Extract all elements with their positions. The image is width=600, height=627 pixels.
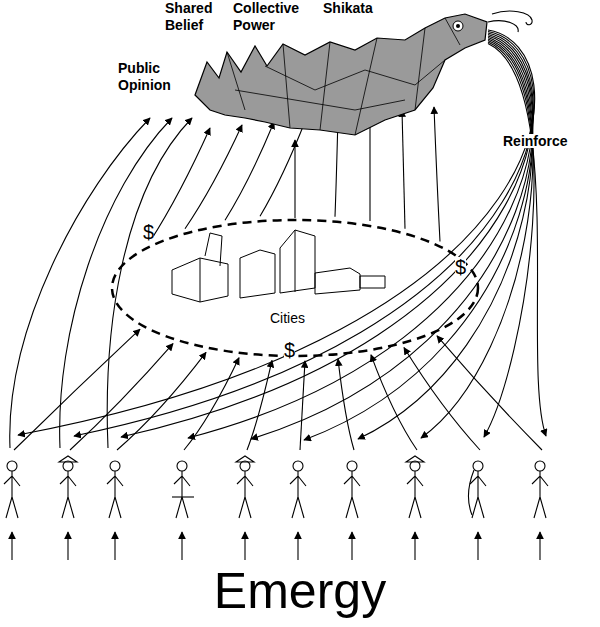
person-figure [469, 461, 487, 518]
emergy-arrow [351, 532, 352, 560]
person-figure [236, 456, 254, 518]
reinforce-arrow [488, 44, 546, 437]
reinforce-arrow [421, 41, 533, 439]
node-label: Collective Power [233, 0, 317, 34]
flow-arrow [434, 107, 440, 242]
person-figure [59, 456, 77, 518]
person-figure [344, 461, 360, 518]
flow-arrow [437, 336, 542, 450]
cities-ellipse: Cities [110, 218, 480, 358]
emergy-arrow [11, 532, 12, 560]
ellipse-outline [110, 218, 480, 358]
dragon-shape: Public Opinion Shared BeliefCollective Po… [115, 0, 495, 140]
wind-curl [488, 11, 532, 32]
money-symbol: $ [455, 257, 466, 277]
person-figure [172, 461, 194, 518]
flow-arrow [60, 118, 172, 448]
money-symbol: $ [284, 340, 295, 360]
flow-arrow [150, 128, 210, 242]
person-figure [532, 461, 548, 518]
node-label: Shikata [323, 0, 393, 17]
flow-arrow [185, 125, 242, 229]
node-label: Cities [270, 310, 330, 327]
reinforce-arrow [484, 42, 534, 437]
emergy-arrow [539, 532, 540, 560]
node-label: Shared Belief [165, 0, 227, 34]
arrow-label: Reinforce [503, 134, 568, 148]
footer-title: Emergy [0, 566, 600, 616]
flow-arrow [294, 140, 295, 218]
person-figure [406, 456, 424, 518]
node-label: Public Opinion [118, 60, 190, 94]
emergy-arrow [414, 532, 415, 560]
emergy-arrow [477, 532, 478, 560]
person-figure [107, 461, 123, 518]
person-figure [290, 461, 306, 518]
flow-arrow [260, 119, 306, 216]
emergy-arrow [181, 532, 182, 560]
flow-arrow [404, 348, 480, 450]
person-figure [4, 461, 20, 518]
emergy-arrow [297, 532, 298, 560]
flow-arrow [402, 110, 405, 229]
flow-arrow [10, 118, 150, 448]
emergy-arrow [67, 532, 68, 560]
emergy-arrow [114, 532, 115, 560]
flow-arrow [369, 113, 370, 221]
flow-arrow [300, 361, 305, 450]
money-symbol: $ [143, 222, 154, 242]
emergy-arrow [244, 532, 245, 560]
flow-arrow [184, 358, 239, 450]
